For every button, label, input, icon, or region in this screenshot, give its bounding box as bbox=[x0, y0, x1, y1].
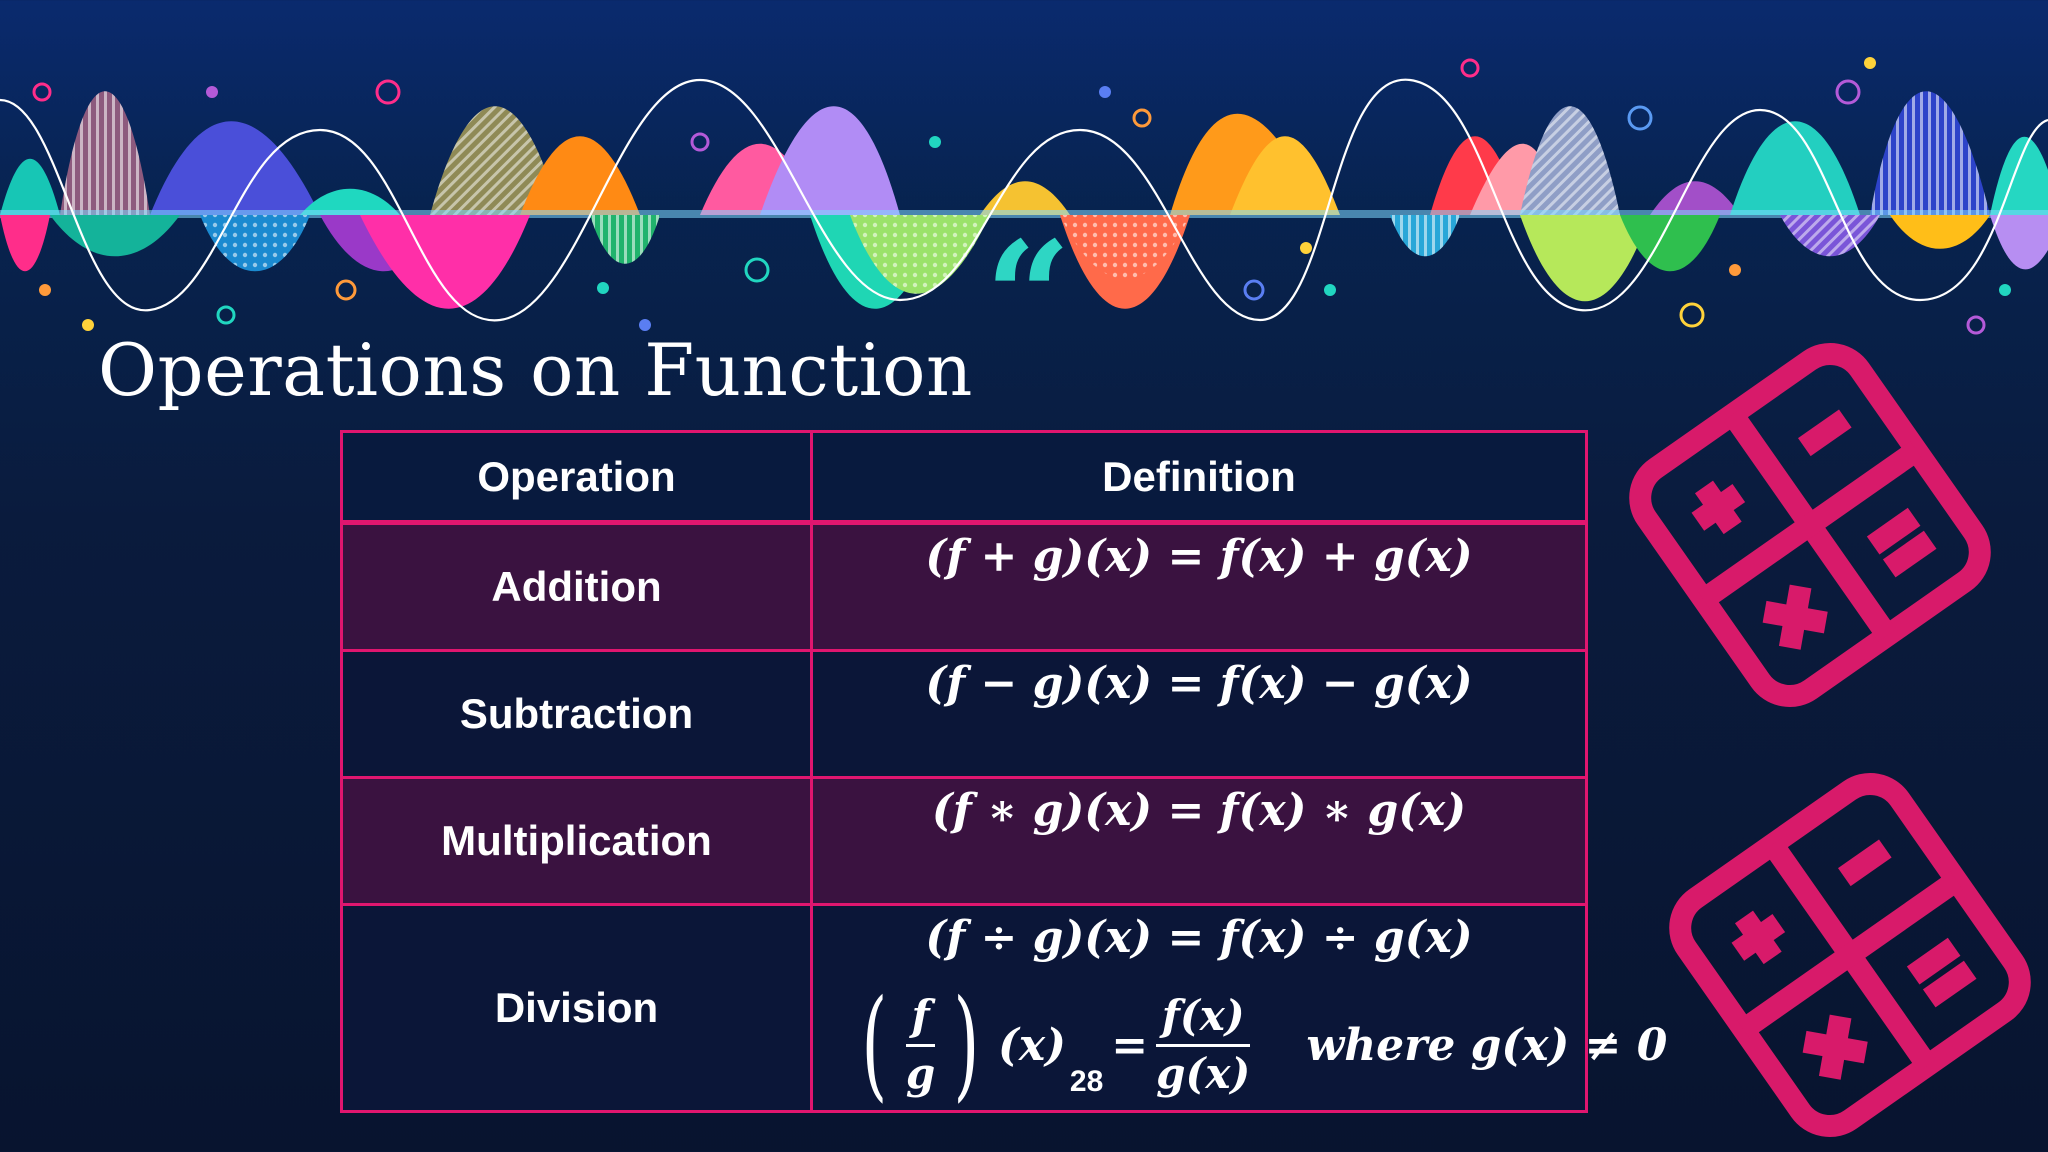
definition-formula: (f ∗ g)(x) = f(x) ∗ g(x) bbox=[931, 785, 1467, 836]
operation-definition: (f ∗ g)(x) = f(x) ∗ g(x) bbox=[810, 776, 1588, 906]
definition-formula: (f ÷ g)(x) = f(x) ÷ g(x) bbox=[925, 912, 1473, 963]
division-condition: where g(x) ≠ 0 bbox=[1306, 1019, 1668, 1071]
slide-title: Operations on Function bbox=[98, 328, 973, 412]
calculator-icon bbox=[1669, 772, 2031, 1138]
table-header-row: Operation Definition bbox=[340, 430, 1588, 525]
column-header-definition: Definition bbox=[810, 430, 1588, 525]
operation-name: Addition bbox=[340, 521, 813, 652]
confetti-decorations bbox=[32, 57, 2011, 335]
definition-formula: (f − g)(x) = f(x) − g(x) bbox=[925, 658, 1473, 709]
division-fraction-formula: ( f g ) (x) 28 = f(x) g(x) where g(x) ≠ … bbox=[813, 975, 1668, 1114]
fraction-numerator: f(x) bbox=[1161, 991, 1245, 1041]
column-header-operation: Operation bbox=[340, 430, 813, 525]
operation-name: Multiplication bbox=[340, 776, 813, 906]
table-row-division: Division (f ÷ g)(x) = f(x) ÷ g(x) ( f g … bbox=[340, 903, 1668, 1114]
left-paren: ( bbox=[861, 975, 888, 1114]
operations-table: Operation Definition Addition (f + g)(x)… bbox=[340, 430, 1668, 1114]
decorative-wave-banner bbox=[0, 57, 2048, 335]
f-over-g-fraction: f g bbox=[905, 991, 936, 1098]
argument-x: (x) bbox=[998, 1019, 1066, 1071]
wave-baseline bbox=[0, 210, 2048, 218]
equals-sign: = bbox=[1111, 1019, 1149, 1071]
table-row-subtraction: Subtraction (f − g)(x) = f(x) − g(x) bbox=[340, 649, 1588, 779]
quote-mark-icon: “ bbox=[985, 209, 1072, 385]
operation-definition: (f + g)(x) = f(x) + g(x) bbox=[810, 521, 1588, 652]
fraction-denominator: g(x) bbox=[1156, 1048, 1251, 1098]
operation-definition: (f − g)(x) = f(x) − g(x) bbox=[810, 649, 1588, 779]
wave-blobs-lower bbox=[0, 215, 2048, 309]
calculator-icon bbox=[1629, 342, 1991, 708]
definition-formula: (f + g)(x) = f(x) + g(x) bbox=[925, 531, 1473, 582]
fraction-numerator: f bbox=[911, 991, 930, 1041]
table-row-multiplication: Multiplication (f ∗ g)(x) = f(x) ∗ g(x) bbox=[340, 776, 1588, 906]
fraction-denominator: g bbox=[905, 1048, 936, 1098]
fraction-bar bbox=[905, 1043, 936, 1047]
fraction-bar bbox=[1156, 1043, 1251, 1047]
wave-white-line bbox=[0, 78, 2048, 322]
wave-blobs-upper bbox=[0, 91, 2048, 215]
table-row-addition: Addition (f + g)(x) = f(x) + g(x) bbox=[340, 521, 1588, 652]
operation-definition: (f ÷ g)(x) = f(x) ÷ g(x) ( f g ) (x) 28 … bbox=[810, 903, 1668, 1114]
fx-over-gx-fraction: f(x) g(x) bbox=[1156, 991, 1251, 1098]
right-paren: ) bbox=[953, 975, 980, 1114]
footnote-index: 28 bbox=[1069, 1065, 1104, 1098]
operation-name: Subtraction bbox=[340, 649, 813, 779]
operation-name: Division bbox=[340, 903, 813, 1113]
